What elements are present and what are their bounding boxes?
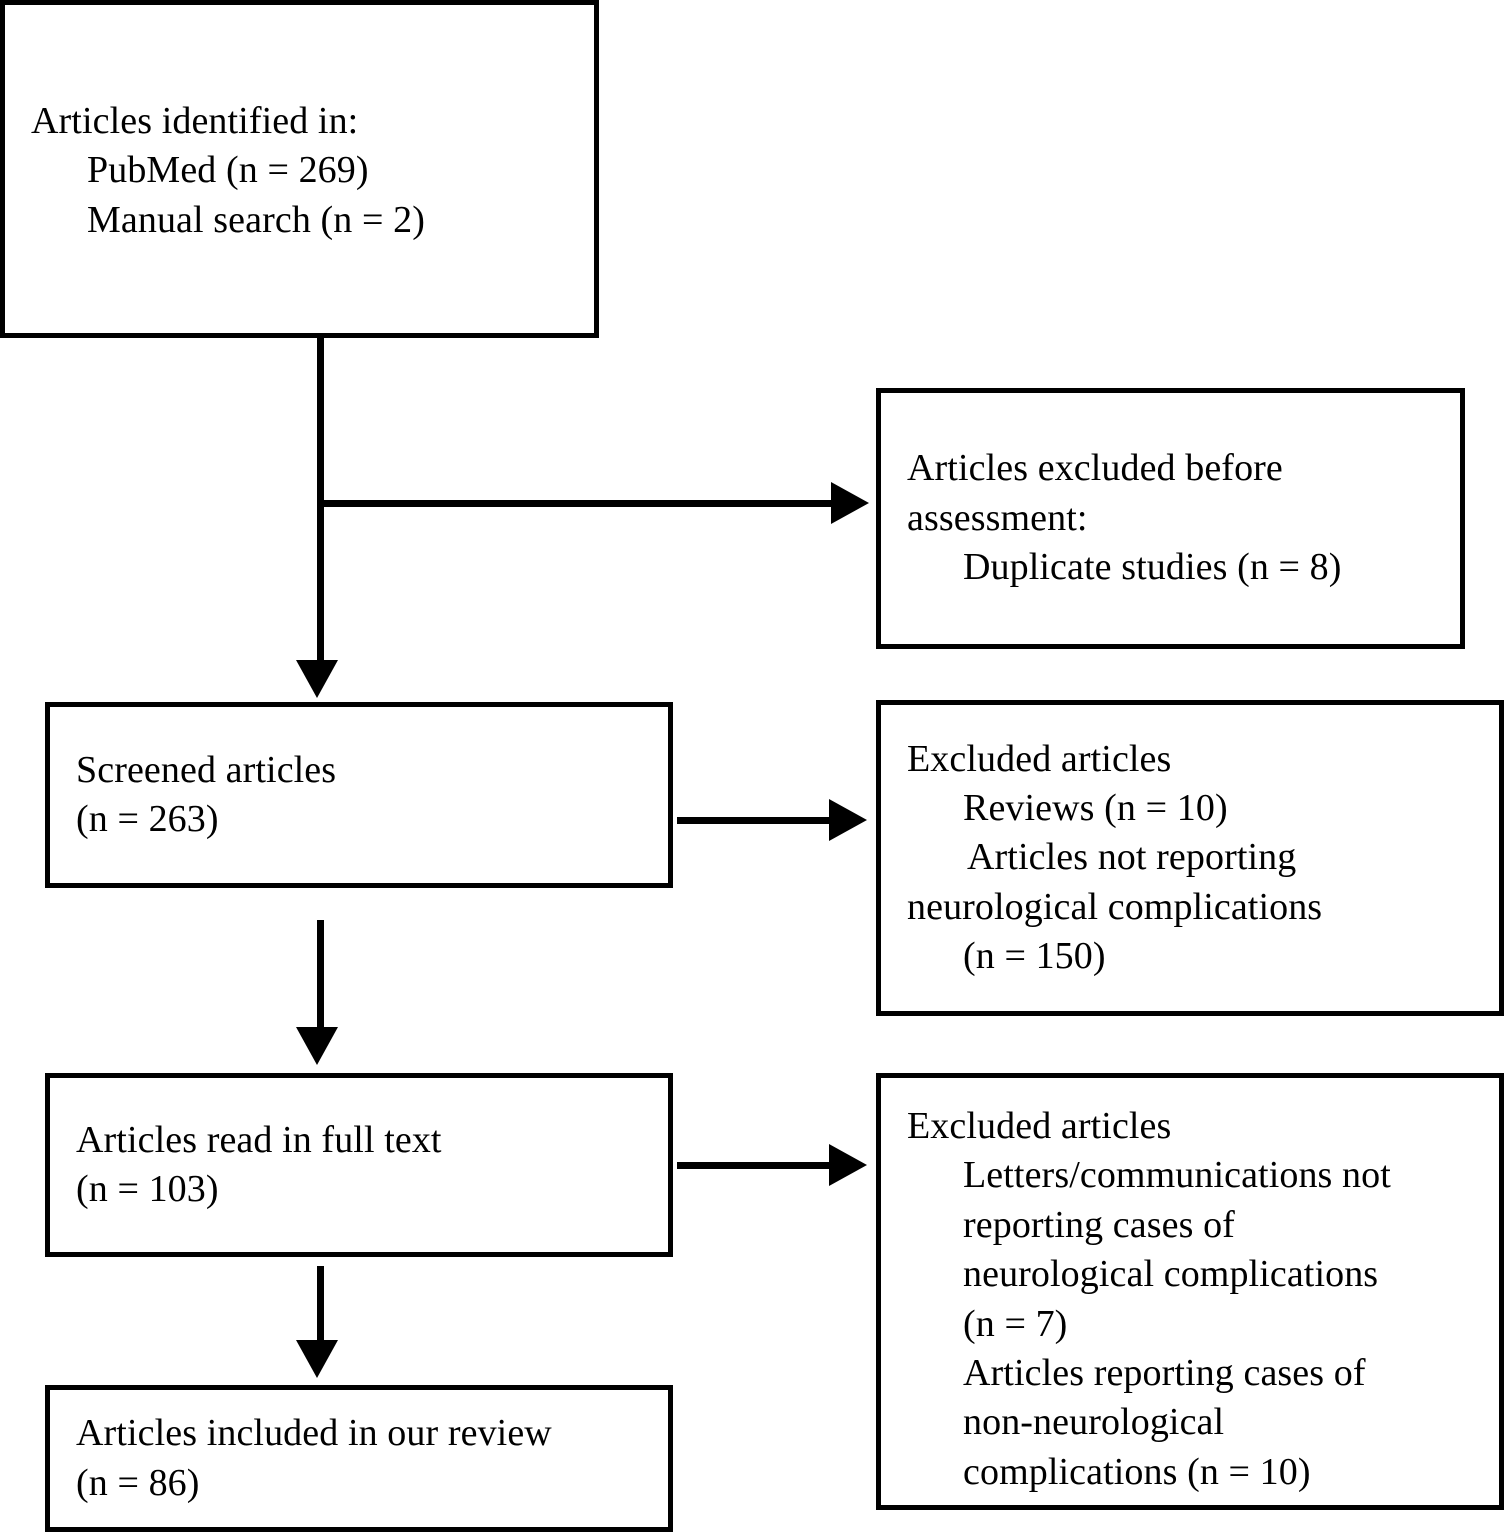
text-line: Excluded articles: [907, 737, 1172, 780]
arrowhead-right-icon: [829, 799, 867, 841]
text-line: Excluded articles: [907, 1105, 1172, 1147]
text-line: Reviews (n = 10): [963, 786, 1228, 829]
text-line: Articles reporting cases of: [963, 1351, 1366, 1394]
text-line: neurological complications: [963, 1253, 1379, 1296]
arrowhead-down-icon: [296, 1340, 338, 1378]
text-line: Articles excluded before: [907, 447, 1283, 490]
arrowhead-down-icon: [296, 660, 338, 698]
connector-screened-to-excluded-screening: [677, 817, 832, 824]
arrowhead-right-icon: [829, 1144, 867, 1186]
text-line: (n = 150): [963, 935, 1106, 978]
node-excluded-before-assessment-text: Articles excluded before assessment: Dup…: [881, 444, 1460, 592]
node-screened-articles: Screened articles (n = 263): [45, 702, 673, 888]
text-line: complications (n = 10): [963, 1450, 1311, 1493]
text-line: Manual search (n = 2): [87, 198, 425, 241]
node-excluded-before-assessment: Articles excluded before assessment: Dup…: [876, 388, 1465, 649]
text-line: Letters/communications not: [963, 1154, 1391, 1197]
text-line: (n = 86): [76, 1461, 200, 1504]
node-articles-included: Articles included in our review (n = 86): [45, 1385, 673, 1532]
node-articles-identified: Articles identified in: PubMed (n = 269)…: [0, 0, 599, 338]
arrowhead-down-icon: [296, 1027, 338, 1065]
node-excluded-articles-screening: Excluded articles Reviews (n = 10) Artic…: [876, 700, 1504, 1016]
node-screened-articles-text: Screened articles (n = 263): [50, 746, 668, 845]
text-line: PubMed (n = 269): [87, 149, 369, 192]
text-line: Articles read in full text: [76, 1118, 442, 1161]
connector-screened-to-full-text: [317, 920, 324, 1035]
node-articles-included-text: Articles included in our review (n = 86): [50, 1409, 668, 1508]
connector-full-text-to-excluded-full-text: [677, 1162, 832, 1169]
text-line: non-neurological: [963, 1401, 1225, 1444]
text-line: assessment:: [907, 496, 1088, 539]
text-line: reporting cases of: [963, 1203, 1235, 1246]
connector-identified-to-excluded-before: [317, 500, 834, 507]
text-line: Articles not reporting: [967, 836, 1297, 879]
text-line: (n = 263): [76, 798, 219, 840]
arrowhead-right-icon: [831, 482, 869, 524]
text-line: (n = 7): [963, 1302, 1068, 1345]
text-line: (n = 103): [76, 1168, 219, 1210]
node-excluded-articles-full-text-text: Excluded articles Letters/communications…: [881, 1102, 1499, 1497]
text-line: neurological complications: [907, 885, 1323, 928]
node-articles-read-full-text-text: Articles read in full text (n = 103): [50, 1116, 668, 1215]
text-line: Articles included in our review: [76, 1412, 552, 1455]
node-excluded-articles-screening-text: Excluded articles Reviews (n = 10) Artic…: [881, 735, 1499, 982]
text-line: Articles identified in:: [31, 100, 359, 142]
text-line: Screened articles: [76, 748, 337, 791]
connector-full-text-to-included: [317, 1266, 324, 1348]
node-articles-identified-text: Articles identified in: PubMed (n = 269)…: [5, 97, 594, 245]
node-articles-read-full-text: Articles read in full text (n = 103): [45, 1073, 673, 1257]
text-line: Duplicate studies (n = 8): [963, 546, 1342, 589]
node-excluded-articles-full-text: Excluded articles Letters/communications…: [876, 1073, 1504, 1510]
